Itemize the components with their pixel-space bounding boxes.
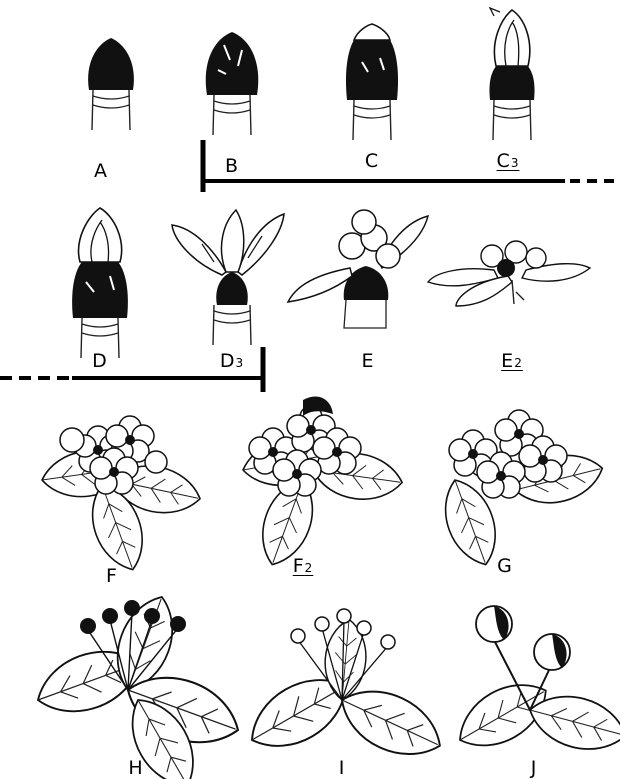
label-stage-c3-main: C — [497, 150, 511, 172]
label-stage-f2: F2 — [293, 555, 314, 577]
stage-a-drawing — [88, 38, 134, 130]
stage-f-drawing — [39, 416, 205, 577]
label-stage-e2-sub: 2 — [514, 356, 523, 370]
label-stage-d3-main: D — [220, 350, 236, 372]
label-stage-e: E — [361, 350, 374, 372]
stage-c-drawing — [346, 24, 398, 140]
label-stage-d3: D3 — [220, 350, 244, 372]
label-stage-f2-main: F — [293, 555, 305, 577]
stage-h-drawing — [29, 589, 248, 779]
label-stage-f: F — [106, 565, 118, 587]
label-stage-b: B — [225, 155, 239, 177]
label-stage-g: G — [497, 555, 513, 577]
label-stage-e2: E2 — [501, 350, 523, 372]
label-stage-i: I — [339, 757, 346, 779]
label-stage-f2-sub: 2 — [305, 561, 314, 575]
label-stage-d: D — [92, 350, 108, 372]
stage-d-drawing — [72, 208, 128, 358]
stage-e-drawing — [288, 210, 428, 328]
label-stage-a: A — [94, 160, 108, 182]
stage-i-drawing — [239, 609, 452, 770]
label-stage-c3-sub: 3 — [511, 156, 520, 170]
stage-f2-drawing — [239, 396, 405, 572]
label-stage-j: J — [531, 757, 538, 779]
label-stage-c: C — [365, 150, 379, 172]
stage-c3-drawing — [489, 8, 534, 140]
label-stage-c3: C3 — [497, 150, 520, 172]
label-stage-h: H — [128, 757, 143, 779]
stage-g-drawing — [434, 410, 608, 572]
stage-range-marker-b-c3 — [203, 140, 620, 192]
stage-b-drawing — [206, 32, 259, 135]
label-stage-d3-sub: 3 — [236, 356, 245, 370]
stage-e2-drawing — [428, 241, 590, 306]
label-stage-e2-main: E — [501, 350, 514, 372]
stage-d3-drawing — [172, 210, 284, 345]
stage-j-drawing — [448, 606, 620, 761]
